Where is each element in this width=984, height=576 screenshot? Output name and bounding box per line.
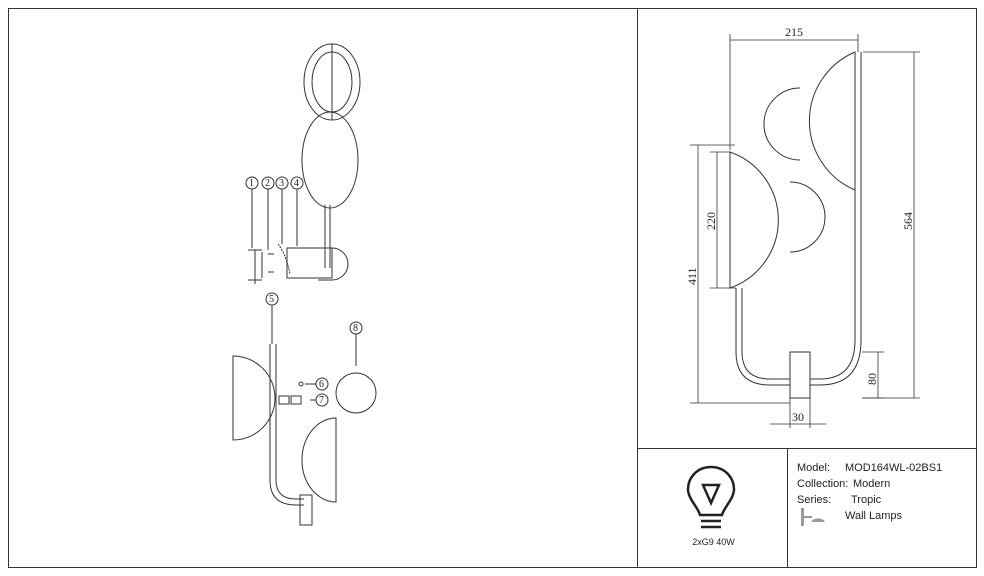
exploded-parts [232,344,377,526]
collection-label: Collection: [797,478,849,490]
light-bulb-icon [686,465,736,529]
collection-value: Modern [853,478,891,490]
model-row: Model: MOD164WL-02BS1 [797,460,972,476]
base-height-dimension: 80 [865,373,879,385]
part-1-label: 1 [249,178,254,189]
part-callouts [245,176,363,407]
drawing-sheet [8,8,977,568]
dimension-lines [690,34,920,428]
bulb-power-label: 2xG9 40W [692,537,735,547]
assembled-lamp [248,43,361,284]
part-6-label: 6 [319,379,324,390]
part-7-label: 7 [319,395,324,406]
horizontal-divider [637,448,977,449]
base-width-dimension: 30 [792,410,804,424]
info-divider [787,448,788,568]
type-value: Wall Lamps [845,510,903,522]
part-2-label: 2 [265,178,270,189]
part-5-label: 5 [269,294,274,305]
collection-row: Collection: Modern [797,476,972,492]
side-view [729,51,862,399]
series-value: Tropic [851,494,882,506]
model-value: MOD164WL-02BS1 [845,462,943,474]
series-label: Series: [797,494,832,506]
lower-height-dimension: 411 [685,267,699,285]
model-label: Model: [797,462,831,474]
part-3-label: 3 [279,178,284,189]
vertical-divider [637,8,638,568]
part-4-label: 4 [294,178,299,189]
spec-block: Model: MOD164WL-02BS1 Collection: Modern… [797,460,972,531]
type-row: Wall Lamps [797,508,972,531]
total-height-dimension: 564 [901,212,915,230]
width-dimension: 215 [785,25,803,39]
shade-height-dimension: 220 [704,212,718,230]
wall-lamp-icon [797,508,845,531]
series-row: Series: Tropic [797,492,972,508]
part-8-label: 8 [353,323,358,334]
